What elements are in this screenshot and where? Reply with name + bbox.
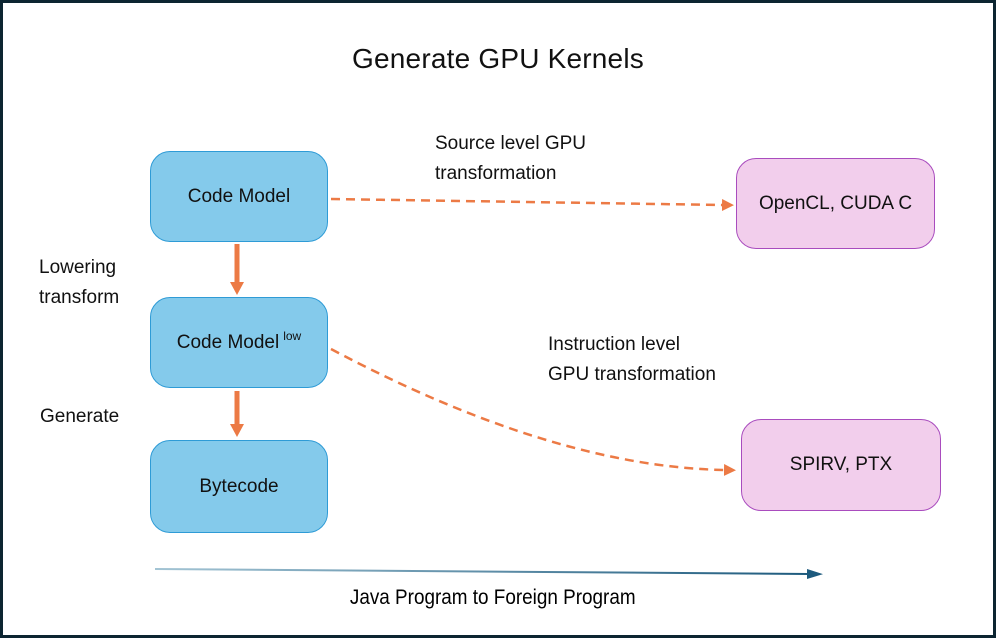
axis-label-container: Java Program to Foreign Program [3,586,991,610]
arrow-source-level-dashed [330,197,734,211]
node-code-model: Code Model [150,151,328,242]
node-spirv-ptx-label: SPIRV, PTX [789,454,893,475]
node-code-model-label: Code Model [187,185,291,207]
label-generate: Generate [40,406,120,427]
label-source-level-gpu-transformation: Source level GPU transformation [435,133,587,184]
label-instruction-level-gpu-transformation: Instruction level GPU transformation [548,334,716,385]
node-code-model-low-superscript: low [283,329,302,344]
node-opencl-cuda: OpenCL, CUDA C [736,158,935,249]
axis-label-java-to-foreign: Java Program to Foreign Program [350,586,636,609]
node-code-model-low-text: Code Model [176,331,280,353]
axis-arrow-java-to-foreign [154,568,823,579]
diagram-title: Generate GPU Kernels [352,43,644,74]
arrow-instruction-level-dashed [330,347,736,476]
node-spirv-ptx: SPIRV, PTX [741,419,941,511]
node-bytecode-label: Bytecode [199,475,279,497]
node-opencl-cuda-label: OpenCL, CUDA C [758,192,913,214]
arrows-layer [154,197,823,579]
node-bytecode: Bytecode [150,440,328,533]
label-lowering-transform: Lowering transform [39,257,120,308]
